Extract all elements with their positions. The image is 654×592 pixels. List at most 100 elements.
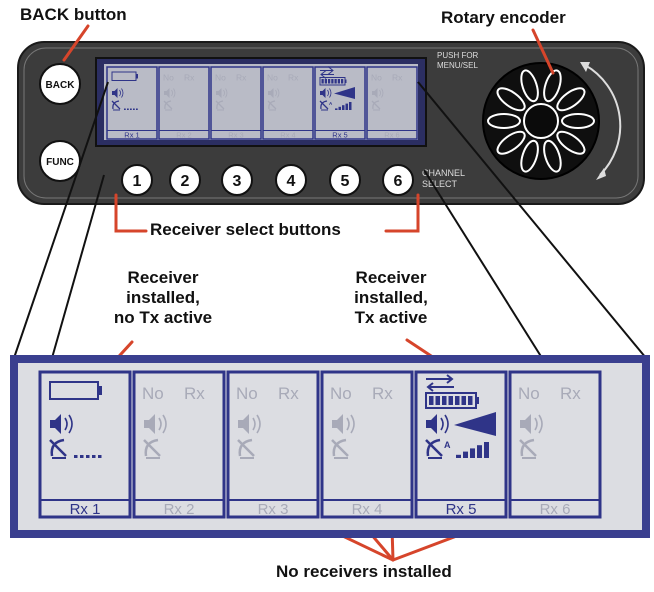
- zoomed-antenna-icon: [331, 438, 349, 457]
- small-audio-level-wedge: [334, 87, 355, 99]
- callout-select-right: [384, 193, 420, 233]
- zoomed-signal-bar: [456, 454, 461, 458]
- encoder-arrow-top: [580, 62, 590, 72]
- installed-tx-line2: installed,: [354, 288, 428, 307]
- zoomed-signal-dot: [86, 455, 90, 458]
- small-channel-cell: [158, 66, 210, 140]
- small-rx-text: Rx: [184, 73, 195, 83]
- zoomed-rx-label: Rx 5: [446, 501, 477, 518]
- device-bezel: [23, 47, 639, 199]
- zoomed-battery-segment: [442, 396, 447, 405]
- zoomed-speaker-wave-icon: [252, 417, 256, 431]
- small-signal-bar: [335, 108, 338, 110]
- encoder-spoke: [561, 113, 595, 129]
- small-battery-segment: [328, 79, 331, 84]
- zoomed-speaker-icon: [426, 414, 437, 434]
- zoomed-battery-segment: [468, 396, 473, 405]
- zoomed-battery-tip-icon: [476, 397, 479, 404]
- encoder-spoke: [520, 139, 539, 173]
- rotary-encoder-caption: Rotary encoder: [441, 8, 566, 27]
- zoomed-link-arrows-icon: [426, 374, 454, 392]
- zoomed-battery-segment: [429, 396, 434, 405]
- zoomed-speaker-icon: [144, 414, 155, 434]
- zoomed-battery-segment: [461, 396, 466, 405]
- small-speaker-icon: [112, 88, 118, 98]
- small-battery-segment: [334, 79, 337, 84]
- select-button-label: 6: [394, 173, 403, 190]
- encoder-spokes: [487, 69, 595, 173]
- small-signal-dot: [133, 108, 135, 110]
- small-antenna-icon: [267, 100, 277, 110]
- small-rx-text: Rx: [392, 73, 403, 83]
- installed-no-tx-line3: no Tx active: [113, 308, 213, 327]
- zoomed-speaker-wave-icon: [350, 414, 355, 434]
- select-button-5[interactable]: [329, 164, 361, 196]
- small-speaker-wave-icon: [173, 88, 176, 98]
- small-antenna-icon: [319, 100, 329, 110]
- receiver-select-caption: Receiver select buttons: [150, 220, 341, 239]
- zoom-line-inner-left: [51, 174, 105, 359]
- back-button[interactable]: [39, 63, 81, 105]
- small-battery-tip-icon: [345, 79, 347, 83]
- zoomed-speaker-wave-icon: [440, 417, 444, 431]
- zoomed-channel-cell: [226, 370, 320, 519]
- small-speaker-wave-icon: [379, 89, 381, 97]
- callout-select-left: [114, 193, 148, 233]
- rotary-encoder[interactable]: [482, 62, 622, 180]
- small-channel-cell: [210, 66, 262, 140]
- small-channel-cell: [366, 66, 418, 140]
- zoomed-speaker-wave-icon: [538, 414, 543, 434]
- zoomed-antenna-icon: [237, 438, 255, 457]
- small-antenna-icon: [163, 100, 173, 110]
- zoomed-speaker-wave-icon: [64, 417, 68, 431]
- zoomed-antenna-sup: A: [444, 440, 451, 450]
- select-button-6[interactable]: [382, 164, 414, 196]
- encoder-arrow-bottom: [596, 168, 606, 180]
- zoomed-lcd-screen: [18, 363, 642, 530]
- zoom-lines: [13, 81, 647, 359]
- small-battery-segment: [321, 79, 324, 84]
- zoomed-signal-bar: [463, 451, 468, 458]
- zoomed-rx-label: Rx 4: [352, 501, 383, 518]
- channel-select-line2: SELECT: [422, 179, 458, 189]
- zoomed-speaker-wave-icon: [534, 417, 538, 431]
- zoomed-antenna-icon: [143, 438, 161, 457]
- zoomed-no-text: No: [330, 384, 352, 403]
- encoder-spoke: [556, 87, 586, 112]
- func-button[interactable]: [39, 140, 81, 182]
- small-speaker-wave-icon: [327, 89, 329, 97]
- select-button-3[interactable]: [221, 164, 253, 196]
- zoomed-rx-label: Rx 2: [164, 501, 195, 518]
- small-speaker-wave-icon: [329, 88, 332, 98]
- back-button-label: BACK: [46, 80, 76, 91]
- small-battery-segment: [331, 79, 334, 84]
- select-button-label: 3: [233, 173, 242, 190]
- small-rx-text: Rx: [288, 73, 299, 83]
- small-rx-label: Rx 6: [384, 131, 399, 140]
- select-button-1[interactable]: [121, 164, 153, 196]
- zoomed-speaker-icon: [520, 414, 531, 434]
- small-speaker-wave-icon: [277, 88, 280, 98]
- small-speaker-icon: [372, 88, 378, 98]
- small-antenna-icon: [215, 100, 225, 110]
- zoomed-rx-label: Rx 3: [258, 501, 289, 518]
- zoomed-battery-tip-icon: [98, 386, 102, 395]
- zoomed-rx-text: Rx: [184, 384, 205, 403]
- small-battery-segment: [341, 79, 344, 84]
- small-battery-tip-icon: [136, 74, 138, 79]
- installed-tx-caption: Receiver installed, Tx active: [316, 268, 466, 328]
- select-button-2[interactable]: [169, 164, 201, 196]
- small-signal-bar: [342, 105, 345, 110]
- select-button-4[interactable]: [275, 164, 307, 196]
- small-signal-bar: [349, 102, 352, 110]
- zoomed-signal-dot: [80, 455, 84, 458]
- zoomed-channel-cell: [132, 370, 226, 519]
- zoomed-rx-text: Rx: [372, 384, 393, 403]
- small-no-text: No: [371, 73, 382, 83]
- small-channel-cell: [262, 66, 314, 140]
- small-no-text: No: [215, 73, 226, 83]
- zoomed-speaker-wave-icon: [256, 414, 261, 434]
- zoomed-signal-dot: [92, 455, 96, 458]
